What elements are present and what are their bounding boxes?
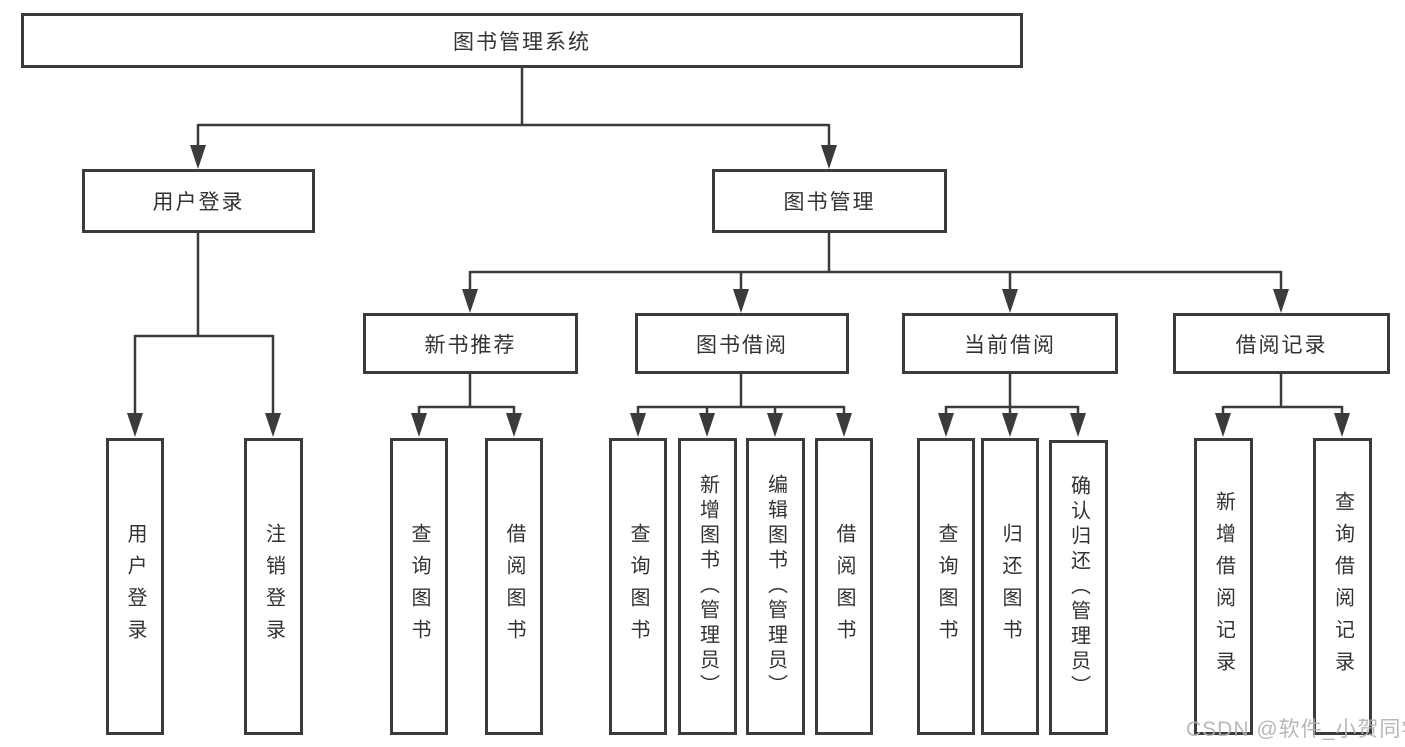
node-new-book-recommend: 新书推荐: [363, 313, 578, 374]
node-root-library-system: 图书管理系统: [21, 13, 1023, 68]
leaf-borrow-books: 借阅图书: [815, 438, 873, 735]
node-borrow-records: 借阅记录: [1173, 313, 1390, 374]
leaf-query-books-current: 查询图书: [917, 438, 975, 735]
leaf-add-borrow-record: 新增借阅记录: [1194, 438, 1253, 735]
leaf-query-books-recommend: 查询图书: [390, 438, 448, 735]
node-book-borrow: 图书借阅: [635, 313, 849, 374]
node-book-management: 图书管理: [712, 169, 947, 233]
leaf-borrow-books-recommend: 借阅图书: [485, 438, 543, 735]
leaf-query-borrow-record: 查询借阅记录: [1313, 438, 1372, 735]
leaf-user-login: 用户登录: [106, 438, 164, 735]
arrow-down-heads: [127, 145, 1350, 437]
leaf-logout: 注销登录: [244, 438, 303, 735]
leaf-add-books-admin: 新增图书（管理员）: [678, 438, 737, 735]
csdn-watermark: CSDN @软件_小贺同学: [1186, 718, 1405, 741]
leaf-confirm-return-admin: 确认归还（管理员）: [1049, 440, 1108, 735]
node-user-login: 用户登录: [82, 169, 315, 233]
leaf-edit-books-admin: 编辑图书（管理员）: [746, 438, 805, 735]
node-current-borrow: 当前借阅: [902, 313, 1118, 374]
leaf-query-books-borrow: 查询图书: [609, 438, 667, 735]
leaf-return-books: 归还图书: [981, 438, 1039, 735]
